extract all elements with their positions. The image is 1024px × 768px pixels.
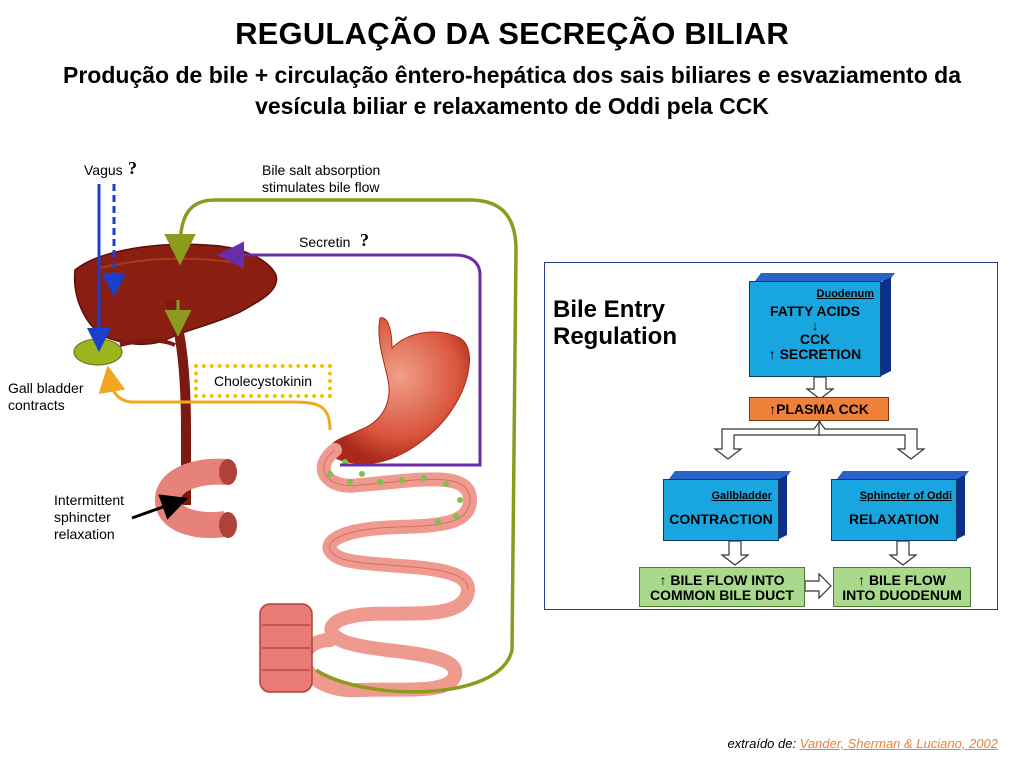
source-credit: extraído de: Vander, Sherman & Luciano, … — [727, 736, 998, 751]
sphincter-pointer — [131, 494, 189, 520]
bile-flow-cbd-box: ↑ BILE FLOW INTO COMMON BILE DUCT — [639, 567, 805, 607]
gallbladder-label: Gallbladder — [711, 490, 772, 502]
page-title: REGULAÇÃO DA SECREÇÃO BILIAR — [235, 16, 789, 51]
source-link[interactable]: Vander, Sherman & Luciano, 2002 — [799, 736, 998, 751]
relaxation-label: RELAXATION — [849, 511, 939, 527]
anatomy-illustration — [73, 184, 518, 698]
secretin-question: ? — [360, 230, 369, 250]
plasma-cck-box: ↑PLASMA CCK — [749, 397, 889, 421]
up-arrow-icon: ↑ — [768, 346, 776, 362]
fatty-acids-label: FATTY ACIDS — [770, 303, 860, 319]
stomach-shape — [329, 317, 470, 465]
sphincter-oddi-label: Sphincter of Oddi — [859, 490, 952, 502]
duodenum-label: Duodenum — [816, 288, 874, 300]
cck-label: CCK — [799, 331, 831, 347]
flowchart-connectors — [713, 376, 926, 600]
page-subtitle: Produção de bile + circulação êntero-hep… — [63, 62, 961, 119]
gallbladder-shape — [73, 338, 123, 366]
up-arrow-icon: ↑ — [659, 572, 667, 588]
gallbladder-box: Gallbladder CONTRACTION — [663, 471, 791, 541]
up-arrow-icon: ↑ — [858, 572, 866, 588]
cck-arrow — [98, 365, 332, 431]
bile-flow-duodenum-box: ↑ BILE FLOW INTO DUODENUM — [833, 567, 971, 607]
contraction-label: CONTRACTION — [669, 511, 773, 527]
vagus-question: ? — [128, 158, 137, 178]
cholecystokinin-label: Cholecystokinin — [194, 364, 332, 398]
duodenum-box: Duodenum FATTY ACIDS ↓ CCK ↑ SECRETION — [749, 273, 895, 377]
vagus-label: Vagus — [84, 162, 123, 178]
down-arrow-icon: ↓ — [811, 318, 819, 333]
sphincter-oddi-box: Sphincter of Oddi RELAXATION — [831, 471, 969, 541]
up-arrow-icon: ↑ — [769, 401, 777, 417]
duodenum-shape — [155, 458, 228, 538]
secretion-label: SECRETION — [779, 346, 862, 362]
bile-salt-arrow — [164, 198, 518, 694]
secretin-arrow — [217, 241, 482, 467]
secretin-label: Secretin — [299, 234, 351, 250]
